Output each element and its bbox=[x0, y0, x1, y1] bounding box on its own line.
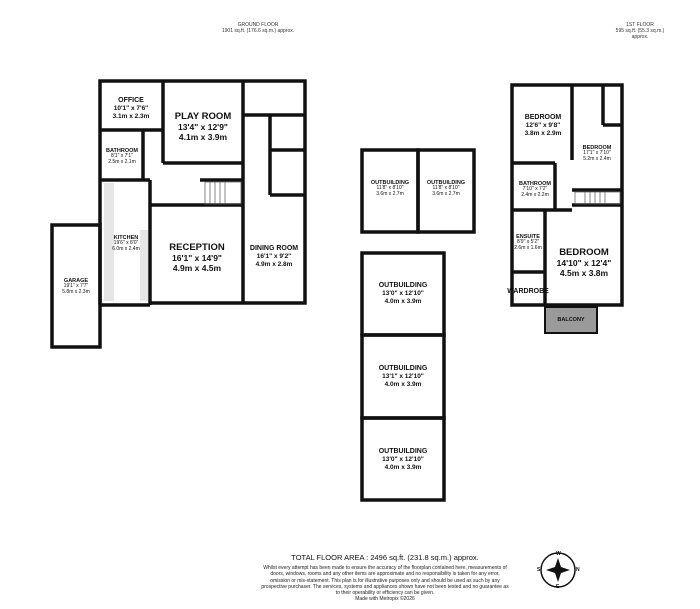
outbuilding-5-walls bbox=[360, 416, 446, 502]
compass-letter: E bbox=[556, 584, 560, 590]
compass-letter: W bbox=[556, 551, 561, 557]
balcony-floor bbox=[544, 306, 598, 334]
total-floor-area: TOTAL FLOOR AREA : 2496 sq.ft. (231.8 sq… bbox=[291, 553, 479, 562]
stairs bbox=[204, 181, 621, 205]
room-balcony: BALCONY bbox=[557, 317, 585, 323]
kitchen-worktop bbox=[104, 183, 114, 301]
kitchen-worktop bbox=[140, 230, 148, 301]
compass-letter: N bbox=[576, 567, 580, 573]
compass-letter: S bbox=[537, 567, 541, 573]
ground-outer-walls bbox=[98, 79, 307, 305]
room-wardrobe: WARDROBE bbox=[507, 288, 549, 295]
credit: Made with Metropix ©2026 bbox=[355, 596, 415, 603]
disclaimer: Whilst every attempt has been made to en… bbox=[260, 565, 510, 603]
compass-icon bbox=[540, 552, 576, 588]
outbuilding-2-walls bbox=[416, 148, 476, 234]
disclaimer-text: Whilst every attempt has been made to en… bbox=[261, 565, 509, 596]
first-outer-walls bbox=[510, 83, 624, 307]
